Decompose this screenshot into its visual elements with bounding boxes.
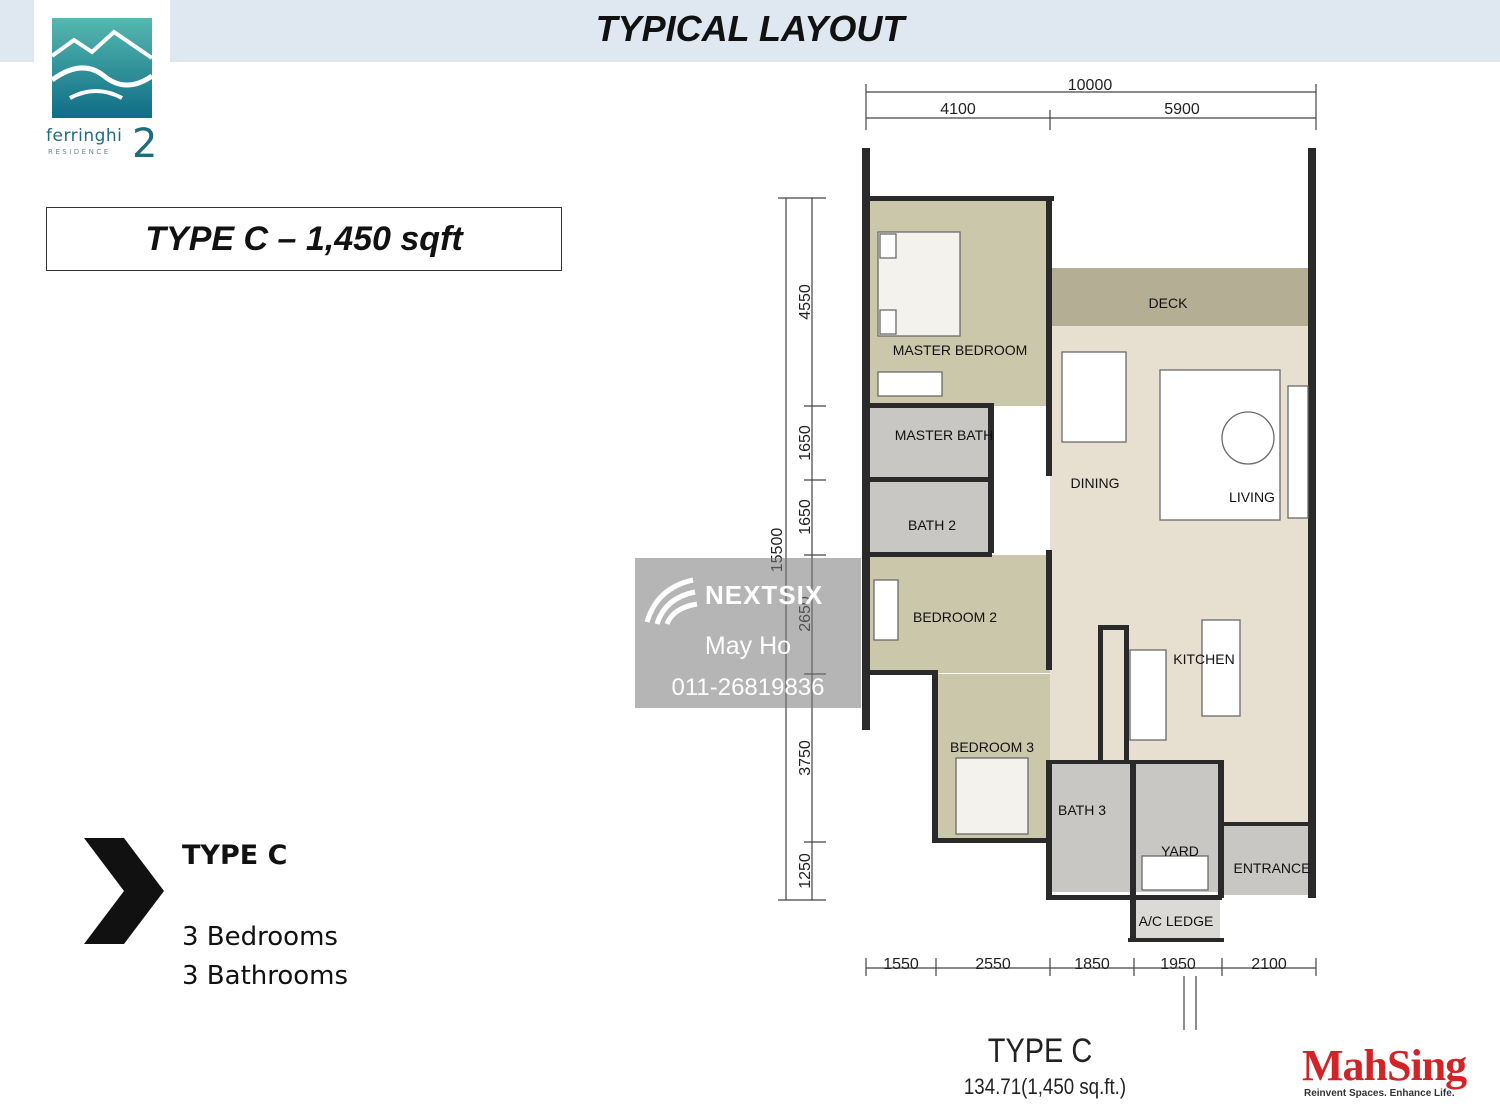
mountain-wave-icon	[52, 18, 152, 118]
watermark: NEXTSIX May Ho 011-26819836	[635, 558, 861, 708]
entrance-area	[1222, 825, 1314, 895]
floor-plan: 10000 4100 5900 15500 4550 1650 1650 265…	[769, 77, 1317, 1030]
watermark-brand: NEXTSIX	[705, 580, 824, 610]
room-living: LIVING	[1229, 489, 1275, 505]
dim-left-1: 4550	[797, 284, 814, 320]
chevron-right-icon	[84, 838, 164, 944]
dim-top-right: 5900	[1164, 101, 1200, 118]
dim-bottom-5: 2100	[1251, 956, 1287, 973]
room-dining: DINING	[1071, 475, 1120, 491]
room-ac-ledge: A/C LEDGE	[1139, 913, 1214, 929]
plan-area: 134.71(1,450 sq.ft.)	[963, 1074, 1127, 1099]
room-kitchen: KITCHEN	[1173, 651, 1234, 667]
summary-bedrooms: 3 Bedrooms	[182, 922, 338, 952]
developer-tagline: Reinvent Spaces. Enhance Life.	[1304, 1088, 1455, 1099]
room-yard: YARD	[1161, 843, 1199, 859]
deck-area	[1050, 268, 1310, 326]
bath2-area	[868, 480, 992, 555]
room-bedroom2: BEDROOM 2	[913, 609, 997, 625]
bath3-area	[1050, 762, 1134, 892]
dim-left-5: 3750	[797, 740, 814, 776]
unit-type-box: TYPE C – 1,450 sqft	[46, 207, 562, 271]
room-bath2: BATH 2	[908, 517, 956, 533]
dim-left-3: 1650	[797, 499, 814, 535]
dim-top-left: 4100	[940, 101, 976, 118]
page-title: TYPICAL LAYOUT	[595, 8, 905, 49]
bottom-dimension-lines	[865, 958, 1317, 1030]
dim-bottom-3: 1850	[1074, 956, 1110, 973]
room-master-bath: MASTER BATH	[895, 427, 994, 443]
top-dimension-lines	[865, 84, 1317, 130]
agency-logo-icon	[644, 577, 698, 626]
room-deck: DECK	[1149, 295, 1189, 311]
dim-top-overall: 10000	[1068, 77, 1113, 94]
developer-logo: MahSing	[1302, 1041, 1467, 1090]
dim-left-6: 1250	[797, 853, 814, 889]
dim-bottom-4: 1950	[1160, 956, 1196, 973]
summary-type: TYPE C	[182, 840, 288, 871]
room-bath3: BATH 3	[1058, 802, 1106, 818]
logo-sub: RESIDENCE	[48, 148, 111, 156]
room-entrance: ENTRANCE	[1233, 860, 1310, 876]
ac-ledge-area	[1134, 895, 1220, 941]
plan-name: TYPE C	[987, 1032, 1093, 1070]
walls	[862, 148, 1316, 942]
watermark-agent: May Ho	[704, 632, 792, 660]
room-master-bedroom: MASTER BEDROOM	[893, 342, 1028, 358]
unit-type-label: TYPE C – 1,450 sqft	[145, 220, 463, 258]
header-banner: TYPICAL LAYOUT	[0, 0, 1500, 62]
room-bedroom3: BEDROOM 3	[950, 739, 1034, 755]
watermark-phone: 011-26819836	[671, 674, 825, 701]
dim-left-2: 1650	[797, 425, 814, 461]
master-bath-area	[868, 406, 992, 480]
dim-bottom-1: 1550	[883, 956, 919, 973]
logo-number: 2	[132, 121, 158, 167]
dim-bottom-2: 2550	[975, 956, 1011, 973]
project-logo: ferringhi RESIDENCE 2	[34, 0, 170, 182]
furniture	[873, 231, 1309, 891]
summary-bathrooms: 3 Bathrooms	[182, 961, 349, 991]
logo-word: ferringhi	[46, 126, 123, 146]
